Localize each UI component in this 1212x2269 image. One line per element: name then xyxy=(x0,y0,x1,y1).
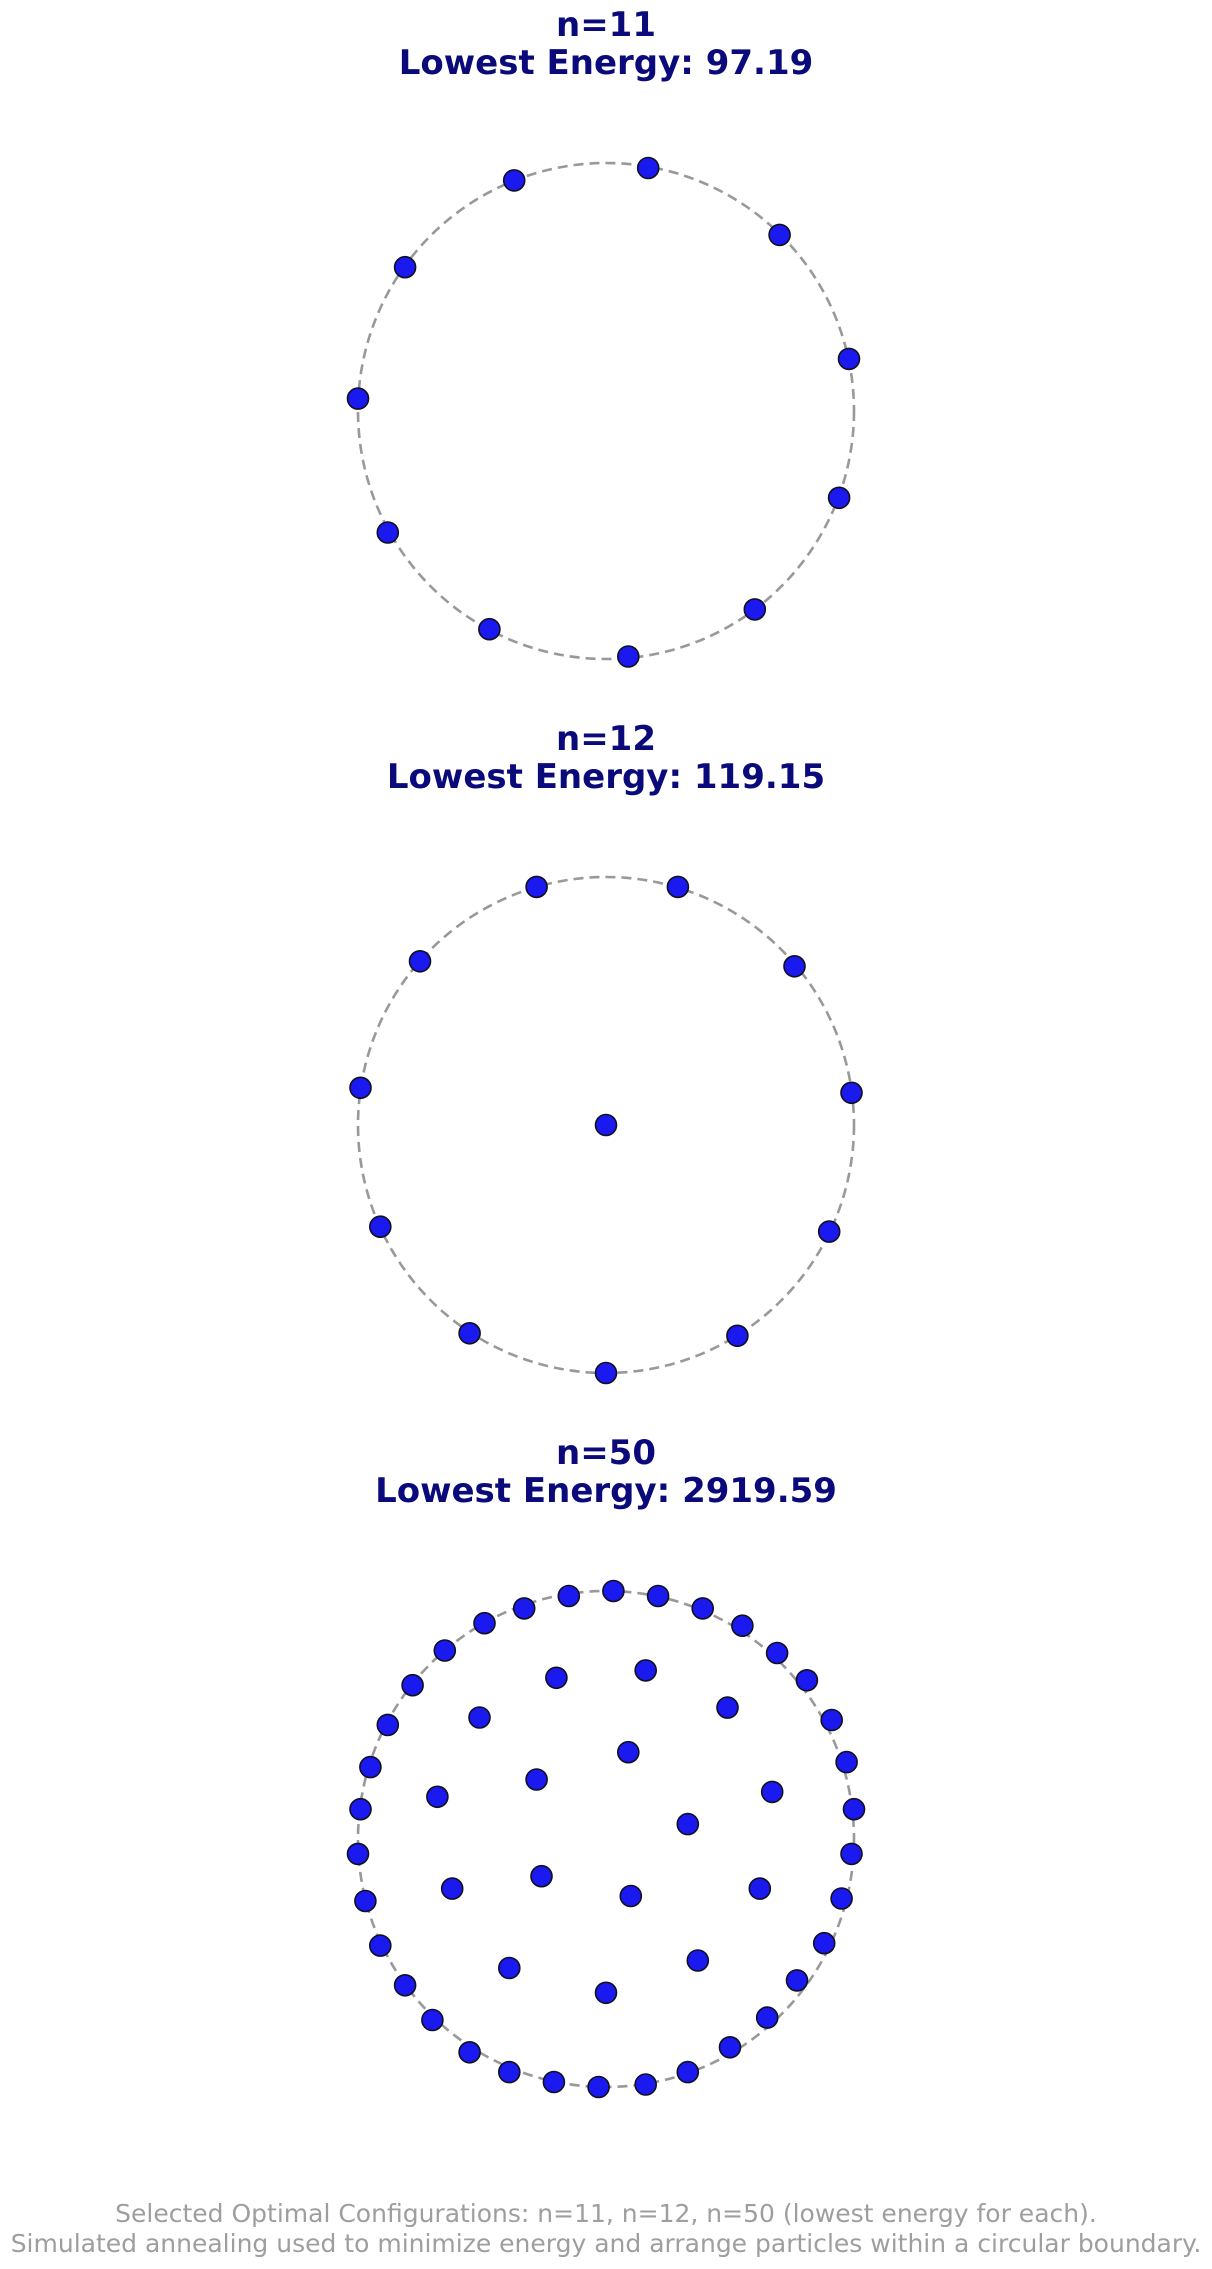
particle-point xyxy=(616,645,640,668)
particle-point xyxy=(349,1076,372,1100)
panel-n12: n=12 Lowest Energy: 119.15 xyxy=(0,714,1212,1394)
particle-point xyxy=(686,1949,710,1972)
particle-point xyxy=(458,2040,481,2064)
particle-point xyxy=(765,1641,789,1665)
particle-point xyxy=(842,1797,866,1821)
particle-point xyxy=(602,1579,625,1603)
caption-line-2: Simulated annealing used to minimize ene… xyxy=(10,2229,1202,2258)
particle-point xyxy=(525,1768,548,1791)
particle-point xyxy=(458,1321,481,1345)
particle-point xyxy=(676,1812,700,1836)
figure-caption: Selected Optimal Configurations: n=11, n… xyxy=(0,2199,1212,2259)
panel-title: n=12 Lowest Energy: 119.15 xyxy=(0,720,1212,796)
particle-point xyxy=(354,1889,377,1913)
particle-point xyxy=(393,255,417,279)
particle-point xyxy=(557,1584,581,1608)
particle-point xyxy=(594,1981,618,2005)
particle-point xyxy=(421,2008,444,2032)
panel-title: n=11 Lowest Energy: 97.19 xyxy=(0,6,1212,82)
particle-point xyxy=(691,1597,715,1620)
particle-point xyxy=(368,1215,392,1239)
particle-point xyxy=(594,1113,618,1137)
particle-point xyxy=(594,1361,618,1385)
particle-point xyxy=(743,598,767,621)
particle-point xyxy=(827,486,851,510)
particle-point xyxy=(783,955,806,978)
particle-point xyxy=(401,1673,424,1697)
particle-point xyxy=(634,1659,658,1682)
particle-point xyxy=(840,1842,863,1866)
particle-point xyxy=(545,1666,568,1690)
particle-point xyxy=(634,2073,658,2096)
particle-point xyxy=(619,1884,643,1908)
particle-point xyxy=(349,1797,372,1821)
panel-title-n: n=12 xyxy=(555,719,656,759)
particle-point xyxy=(478,617,501,641)
particle-point xyxy=(587,2075,610,2099)
boundary-circle xyxy=(356,161,856,661)
particle-point xyxy=(542,2070,566,2094)
particle-point xyxy=(718,2035,742,2059)
particle-point xyxy=(835,1750,858,1774)
particle-point xyxy=(502,169,526,192)
panel-title-n: n=50 xyxy=(555,1433,656,1473)
panel-title-energy: Lowest Energy: 2919.59 xyxy=(375,1471,837,1511)
particle-point xyxy=(830,1887,853,1910)
particle-point xyxy=(812,1931,836,1955)
caption-line-1: Selected Optimal Configurations: n=11, n… xyxy=(115,2199,1097,2228)
particle-point xyxy=(785,1969,809,1992)
particle-point xyxy=(636,156,660,180)
particle-point xyxy=(473,1611,496,1635)
particle-point xyxy=(497,2060,521,2084)
particle-point xyxy=(755,2006,779,2029)
particle-point xyxy=(676,2060,700,2084)
particle-point xyxy=(512,1597,536,1620)
particle-point xyxy=(433,1639,457,1662)
particle-point xyxy=(426,1785,449,1809)
particle-point xyxy=(393,1973,417,1997)
particle-point xyxy=(440,1877,464,1900)
particle-point xyxy=(359,1755,382,1779)
particle-plot xyxy=(346,156,861,668)
panel-n11: n=11 Lowest Energy: 97.19 xyxy=(0,0,1212,680)
particle-point xyxy=(837,347,861,371)
particle-point xyxy=(376,521,400,544)
particle-point xyxy=(726,1324,749,1348)
panel-title-energy: Lowest Energy: 97.19 xyxy=(398,43,814,83)
particle-point xyxy=(666,875,690,899)
particle-point xyxy=(646,1584,670,1608)
panel-title-energy: Lowest Energy: 119.15 xyxy=(386,757,826,797)
particle-point xyxy=(840,1081,863,1105)
particle-point xyxy=(760,1780,784,1804)
panel-title-n: n=11 xyxy=(555,5,656,45)
particle-point xyxy=(408,950,432,973)
particle-point xyxy=(368,1934,392,1957)
particle-plot xyxy=(346,1579,866,2099)
panel-n50: n=50 Lowest Energy: 2919.59 xyxy=(0,1428,1212,2108)
particle-point xyxy=(748,1877,772,1900)
particle-point xyxy=(616,1740,640,1764)
particle-point xyxy=(716,1696,739,1719)
particle-point xyxy=(731,1614,754,1637)
particle-point xyxy=(346,387,370,410)
particle-point xyxy=(346,1842,370,1866)
particle-point xyxy=(768,223,791,247)
particle-point xyxy=(820,1708,844,1732)
particle-point xyxy=(530,1864,553,1888)
particle-point xyxy=(468,1706,491,1729)
particle-point xyxy=(525,875,548,899)
particle-point xyxy=(795,1669,819,1692)
particle-point xyxy=(376,1713,400,1737)
particle-plot xyxy=(349,875,863,1385)
particle-point xyxy=(817,1220,841,1243)
panel-title: n=50 Lowest Energy: 2919.59 xyxy=(0,1434,1212,1510)
particle-point xyxy=(497,1956,521,1980)
